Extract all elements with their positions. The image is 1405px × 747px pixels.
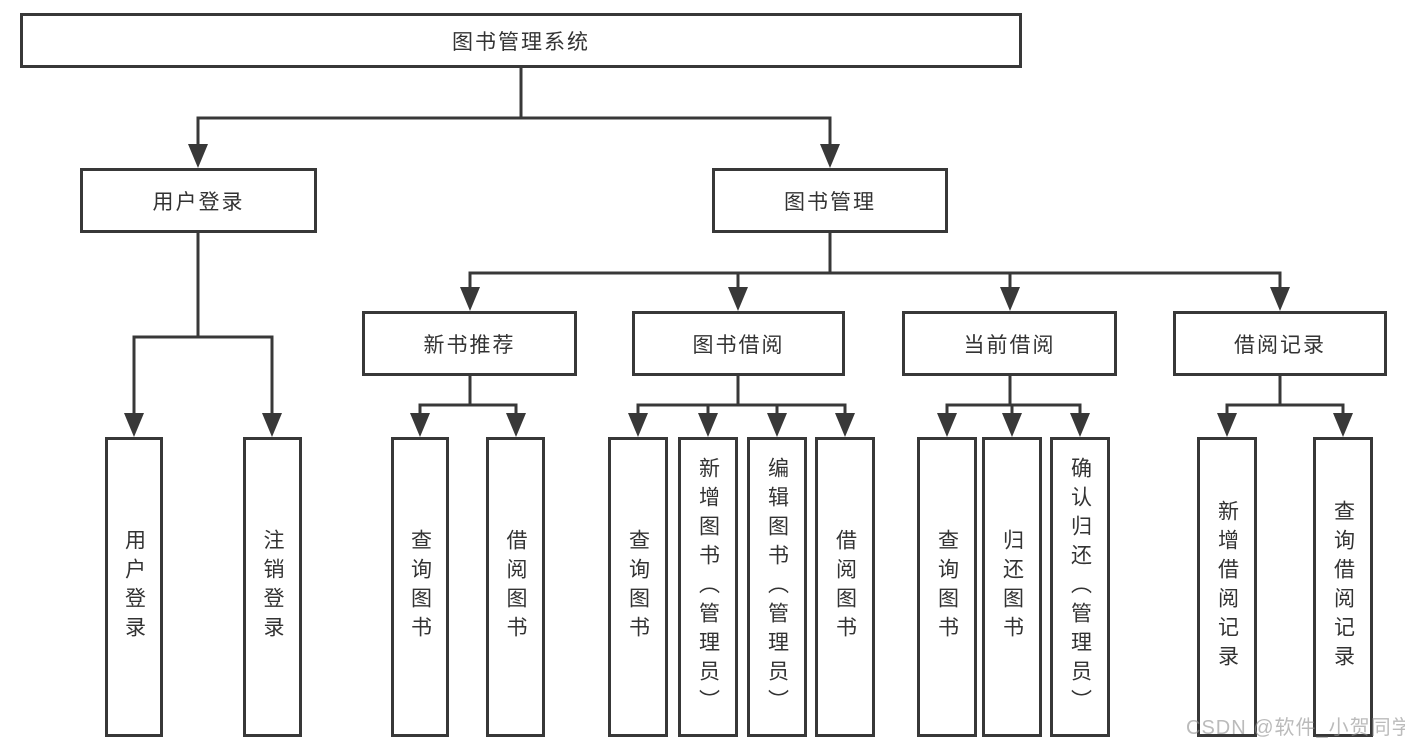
leaf-bb-add-books: 新增图书（管理员） — [678, 437, 738, 737]
leaf-br-add-record-label: 新增借阅记录 — [1215, 500, 1239, 674]
leaf-bb-add-books-label: 新增图书（管理员） — [696, 456, 720, 718]
leaf-cb-return-books: 归还图书 — [982, 437, 1042, 737]
node-borrow-records: 借阅记录 — [1173, 311, 1387, 376]
node-user-login-label: 用户登录 — [152, 190, 245, 214]
leaf-cb-query-books-label: 查询图书 — [935, 529, 959, 645]
node-current-borrow: 当前借阅 — [902, 311, 1117, 376]
leaf-cb-confirm-return: 确认归还（管理员） — [1050, 437, 1110, 737]
node-book-borrow-label: 图书借阅 — [692, 333, 785, 357]
leaf-bb-query-books-label: 查询图书 — [626, 529, 650, 645]
leaf-cb-query-books: 查询图书 — [917, 437, 977, 737]
leaf-nbr-borrow-books-label: 借阅图书 — [504, 529, 527, 645]
leaf-nbr-query-books-label: 查询图书 — [408, 529, 432, 645]
arrowheads — [124, 144, 1353, 437]
node-root: 图书管理系统 — [20, 13, 1022, 68]
node-book-mgmt: 图书管理 — [712, 168, 948, 233]
leaf-bb-query-books: 查询图书 — [608, 437, 668, 737]
leaf-br-query-record-label: 查询借阅记录 — [1331, 500, 1355, 674]
leaf-user-login-label: 用户登录 — [122, 529, 146, 645]
node-book-mgmt-label: 图书管理 — [784, 190, 876, 214]
leaf-user-login: 用户登录 — [105, 437, 163, 737]
node-root-label: 图书管理系统 — [452, 30, 590, 54]
leaf-br-query-record: 查询借阅记录 — [1313, 437, 1373, 737]
leaf-logout: 注销登录 — [243, 437, 302, 737]
csdn-watermark: CSDN @软件_小贺同学 — [1186, 717, 1405, 739]
node-current-borrow-label: 当前借阅 — [963, 333, 1056, 357]
node-new-book-rec-label: 新书推荐 — [423, 333, 516, 357]
node-new-book-rec: 新书推荐 — [362, 311, 577, 376]
leaf-nbr-query-books: 查询图书 — [391, 437, 449, 737]
leaf-bb-edit-books-label: 编辑图书（管理员） — [765, 456, 789, 718]
leaf-logout-label: 注销登录 — [261, 529, 284, 645]
leaf-nbr-borrow-books: 借阅图书 — [486, 437, 545, 737]
leaf-cb-confirm-return-label: 确认归还（管理员） — [1068, 456, 1092, 718]
leaf-cb-return-books-label: 归还图书 — [1000, 529, 1024, 645]
node-user-login: 用户登录 — [80, 168, 317, 233]
node-borrow-records-label: 借阅记录 — [1234, 333, 1326, 357]
leaf-bb-edit-books: 编辑图书（管理员） — [747, 437, 807, 737]
node-book-borrow: 图书借阅 — [632, 311, 845, 376]
leaf-bb-borrow-books: 借阅图书 — [815, 437, 875, 737]
leaf-br-add-record: 新增借阅记录 — [1197, 437, 1257, 737]
leaf-bb-borrow-books-label: 借阅图书 — [833, 529, 857, 645]
